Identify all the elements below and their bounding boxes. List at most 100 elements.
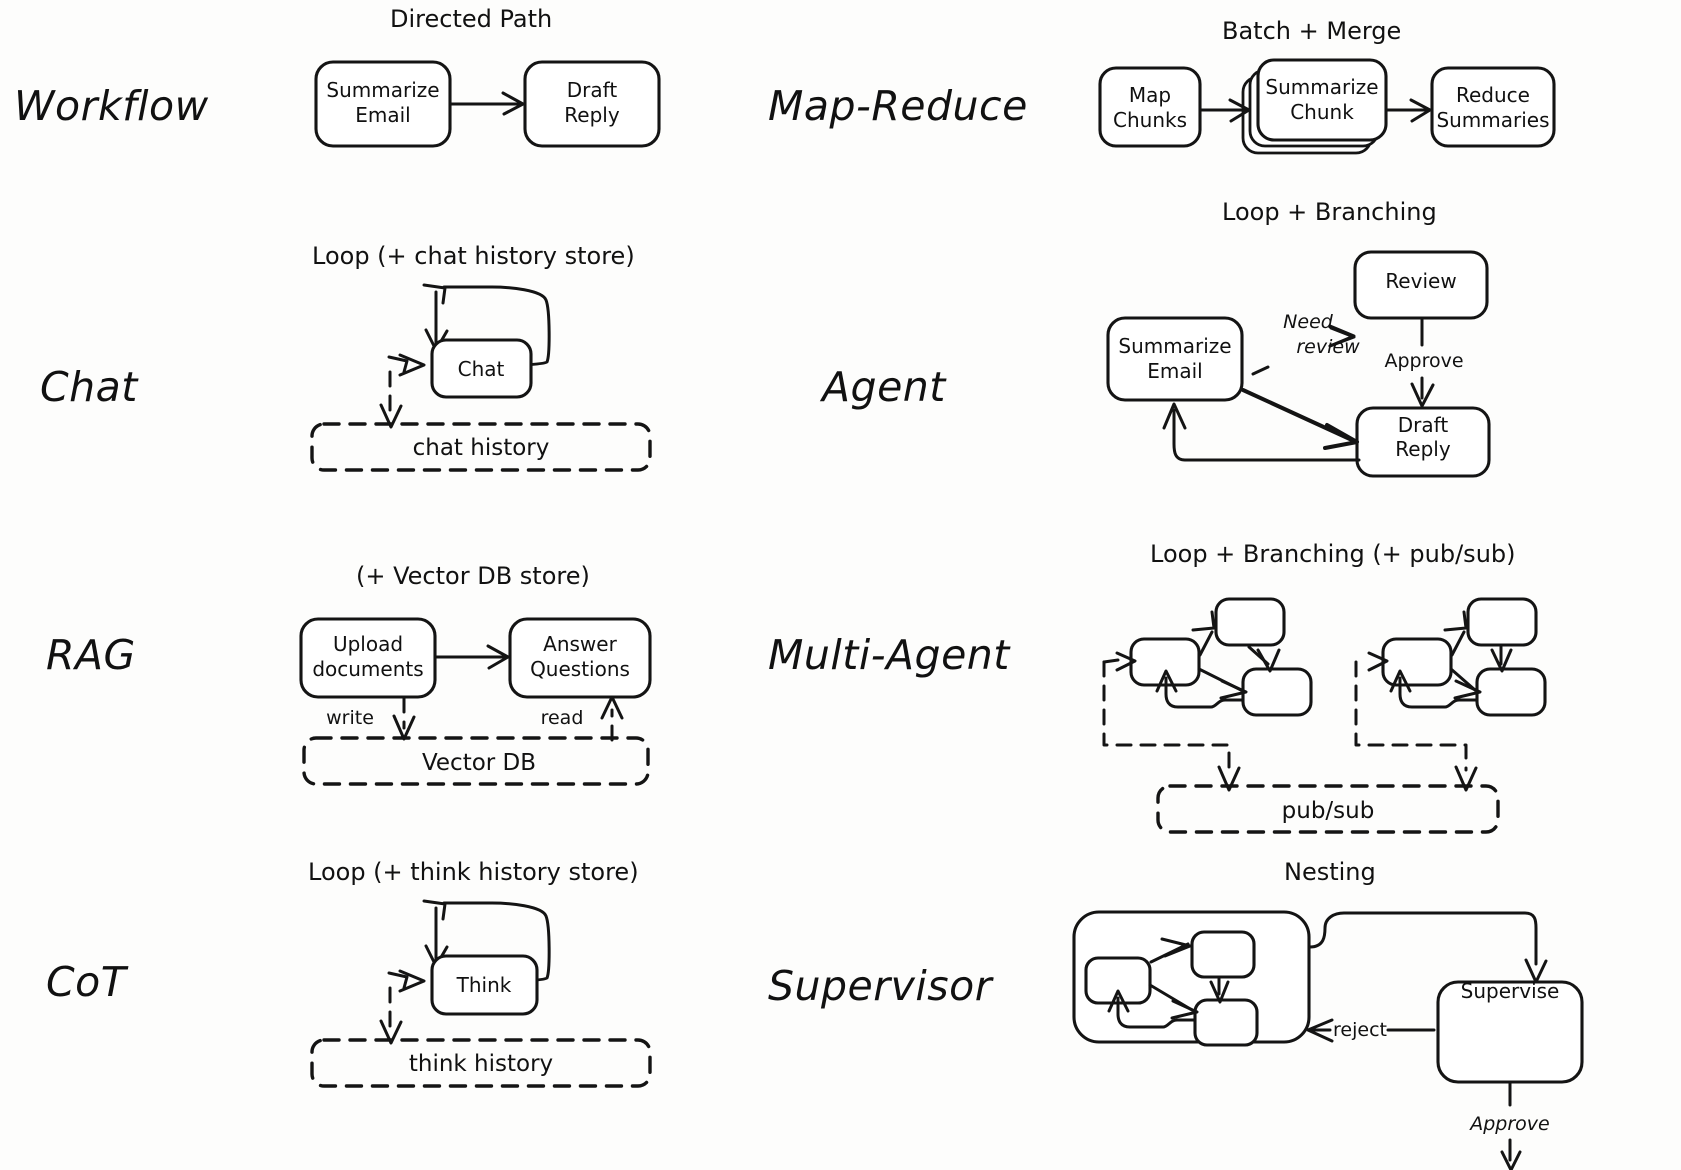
edge-summarize-review-stub [1251, 365, 1270, 376]
edge-label-approve2: Approve [1468, 1113, 1550, 1135]
sup-node-right[interactable] [1193, 998, 1259, 1047]
arrowhead-rag [486, 644, 510, 670]
chat-loop-corner [422, 283, 447, 305]
ma-a-in-stub [1102, 658, 1120, 664]
multi-agent-cluster-b [1354, 597, 1547, 792]
node-reduce-summaries[interactable] [1430, 66, 1556, 148]
ma-a-node-right[interactable] [1241, 667, 1313, 717]
caption-nesting: Nesting [1284, 858, 1376, 886]
node-think[interactable] [430, 954, 539, 1016]
arrowhead-summarize-draft [1323, 423, 1359, 450]
row-label-map-reduce: Map-Reduce [768, 82, 1028, 130]
edge-label-need: Need [1283, 311, 1334, 333]
node-review[interactable] [1353, 250, 1489, 320]
node-label-summaries: Summaries [1436, 108, 1549, 132]
node-label-summarize2: Summarize [1265, 75, 1378, 99]
ma-a-arrow-left-top [1191, 610, 1216, 632]
edge-summarize-to-draft-agent [1241, 388, 1354, 442]
caption-loop-think: Loop (+ think history store) [308, 858, 639, 886]
edge-label-read: read [541, 707, 584, 729]
cot-diagram: Think think history [310, 899, 652, 1088]
arrowhead-chat-in [398, 353, 426, 377]
node-draft-reply[interactable] [523, 60, 661, 148]
row-label-agent: Agent [822, 363, 946, 411]
node-label-summarize: Summarize [326, 78, 439, 102]
chat-in-arrow-tail [387, 355, 409, 374]
arrowhead-chat-store [379, 403, 403, 429]
store-label-chat-history: chat history [413, 435, 550, 461]
row-label-rag: RAG [46, 631, 136, 679]
arrowhead-reject [1306, 1018, 1334, 1043]
node-answer-questions[interactable] [508, 617, 652, 699]
node-label-chat: Chat [458, 357, 505, 381]
node-label-supervise: Supervise [1461, 979, 1560, 1003]
node-label-upload: Upload [333, 632, 403, 656]
node-label-agent-draft: Draft [1398, 413, 1449, 437]
arrowhead-workflow [501, 91, 525, 116]
caption-directed-path: Directed Path [390, 5, 553, 33]
workflow-diagram: Summarize Email Draft Reply [314, 60, 661, 148]
node-chat[interactable] [430, 338, 533, 399]
ma-b-node-left[interactable] [1381, 637, 1453, 687]
store-vector-db[interactable] [302, 736, 650, 786]
edge-label-write: write [326, 707, 374, 729]
arrowhead-map-chunk [1228, 98, 1251, 123]
row-label-supervisor: Supervisor [768, 962, 993, 1010]
caption-loop-branching: Loop + Branching [1222, 198, 1437, 226]
arrowhead-read [600, 695, 624, 720]
node-label-review: Review [1385, 269, 1456, 293]
ma-b-in-arrow [1367, 651, 1389, 672]
store-label-think-history: think history [409, 1051, 553, 1077]
node-map-chunks[interactable] [1098, 66, 1202, 148]
sup-arrow-left-top [1160, 937, 1192, 958]
node-summarize-chunk[interactable] [1256, 58, 1388, 142]
node-label-chunk: Chunk [1290, 100, 1354, 124]
edge-container-to-supervise [1308, 911, 1538, 966]
node-label-questions: Questions [530, 657, 630, 681]
store-label-vector-db: Vector DB [422, 750, 536, 776]
arrowhead-draft-back [1162, 402, 1187, 430]
ma-b-node-top[interactable] [1466, 597, 1538, 647]
node-label-agent-email: Email [1147, 359, 1203, 383]
node-label-answer: Answer [543, 632, 617, 656]
store-pub-sub[interactable] [1156, 784, 1500, 834]
node-label-map: Map [1129, 83, 1171, 107]
ma-a-arrow-left-right [1219, 679, 1248, 700]
ma-b-arrow-left-right [1453, 679, 1482, 700]
caption-batch-merge: Batch + Merge [1222, 17, 1402, 45]
row-label-multi-agent: Multi-Agent [768, 631, 1010, 679]
edge-label-approve: Approve [1384, 350, 1463, 372]
ma-a-pubsub-arrow [1217, 765, 1241, 792]
arrowhead-cot-in [398, 969, 426, 993]
sup-arrow-loop-back [1107, 989, 1130, 1013]
ma-b-pubsub-dashed [1354, 660, 1468, 772]
store-think-history[interactable] [310, 1038, 652, 1088]
ma-b-arrow-left-top [1443, 610, 1468, 632]
sup-arrow-left-right [1170, 999, 1199, 1020]
cot-in-arrow-tail [387, 971, 409, 990]
edge-draft-back-loop [1172, 408, 1361, 462]
ma-a-edge-left-top [1198, 630, 1214, 657]
row-label-workflow: Workflow [14, 82, 209, 130]
ma-a-in-arrow [1115, 651, 1137, 672]
chat-diagram: Chat chat history [310, 283, 652, 472]
arrowhead-chunk-reduce [1409, 98, 1432, 123]
caption-loop-chat: Loop (+ chat history store) [312, 242, 635, 270]
ma-b-node-right[interactable] [1475, 667, 1547, 717]
sup-node-left[interactable] [1084, 956, 1152, 1005]
multi-agent-cluster-a [1102, 597, 1313, 792]
store-label-pub-sub: pub/sub [1282, 798, 1375, 824]
ma-b-arrow-loop-back [1389, 669, 1412, 693]
node-agent-summarize-email[interactable] [1106, 316, 1244, 402]
ma-a-arrow-loop-back [1155, 669, 1178, 693]
ma-a-node-top[interactable] [1214, 597, 1286, 647]
ma-b-arrow-top-right [1490, 648, 1513, 673]
store-chat-history[interactable] [310, 422, 652, 472]
node-label-agent-summarize: Summarize [1118, 334, 1231, 358]
node-label-reduce: Reduce [1456, 83, 1530, 107]
node-label-reply: Reply [564, 103, 620, 127]
cot-loop-corner [422, 899, 447, 921]
sup-node-top[interactable] [1190, 930, 1256, 979]
node-label-documents: documents [312, 657, 423, 681]
